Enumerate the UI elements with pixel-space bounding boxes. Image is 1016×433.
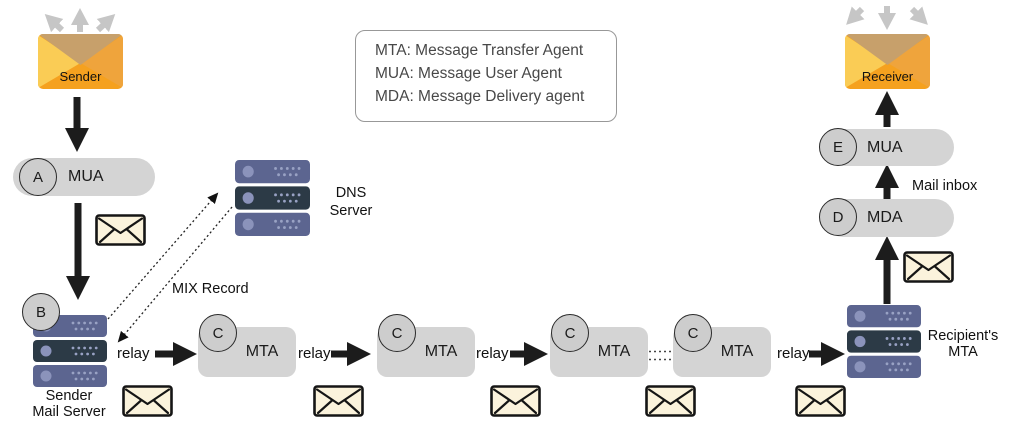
mda-label: MDA <box>867 209 903 226</box>
mail-envelope-icon <box>95 214 146 246</box>
relay-label-3: relay <box>476 345 509 362</box>
legend-line-mta: MTA: Message Transfer Agent <box>375 42 584 59</box>
dns-query-dashed-arrow <box>107 192 219 320</box>
sender-envelope-icon: Sender <box>38 34 123 89</box>
step-circle-c2: C <box>378 314 416 352</box>
step-circle-a: A <box>19 158 57 196</box>
mta-chain-dotted-connector <box>649 350 672 361</box>
legend-box: MTA: Message Transfer Agent MUA: Message… <box>355 30 617 122</box>
mail-envelope-icon <box>490 385 541 417</box>
step-circle-c1: C <box>199 314 237 352</box>
relay-label-1: relay <box>117 345 150 362</box>
dns-server-label: DNS Server <box>329 185 373 219</box>
step-circle-e: E <box>819 128 857 166</box>
dns-server-icon <box>235 160 310 241</box>
relay-label-4: relay <box>777 345 810 362</box>
mail-envelope-icon <box>645 385 696 417</box>
step-circle-d: D <box>819 198 857 236</box>
receiver-envelope-icon: Receiver <box>845 34 930 89</box>
mua-receiver-label: MUA <box>867 138 903 156</box>
step-circle-b: B <box>22 293 60 331</box>
step-circle-c4: C <box>674 314 712 352</box>
sender-mail-server-label: Sender Mail Server <box>32 388 106 420</box>
mail-envelope-icon <box>903 251 954 283</box>
mail-envelope-icon <box>795 385 846 417</box>
recipient-mta-label: Recipient's MTA <box>927 328 999 360</box>
step-circle-c3: C <box>551 314 589 352</box>
receiver-incoming-arrows-icon <box>846 6 928 30</box>
receiver-label: Receiver <box>861 69 914 84</box>
node-mta-1: MTA <box>198 327 296 377</box>
relay-label-2: relay <box>298 345 331 362</box>
legend-line-mda: MDA: Message Delivery agent <box>375 88 585 105</box>
sender-label: Sender <box>59 69 102 84</box>
mix-record-label: MIX Record <box>172 281 249 297</box>
sender-outgoing-arrows-icon <box>44 8 116 33</box>
legend-line-mua: MUA: Message User Agent <box>375 65 562 82</box>
mua-sender-label: MUA <box>68 168 104 185</box>
mail-envelope-icon <box>313 385 364 417</box>
mail-envelope-icon <box>122 385 173 417</box>
mail-inbox-label: Mail inbox <box>912 178 978 194</box>
